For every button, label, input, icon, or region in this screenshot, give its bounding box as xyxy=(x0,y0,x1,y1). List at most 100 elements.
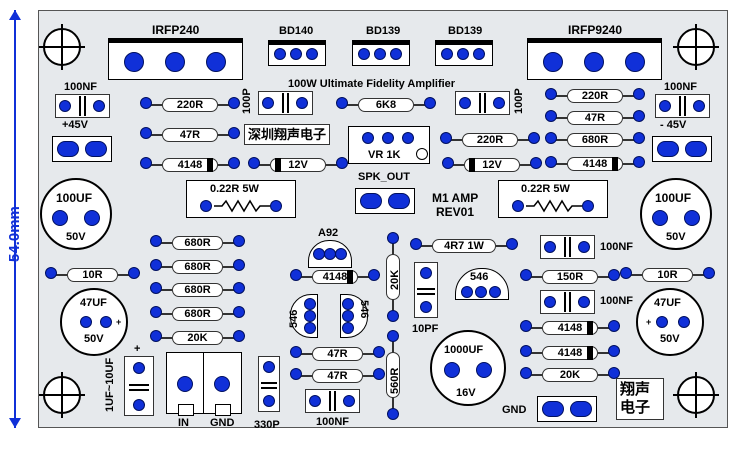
pad xyxy=(306,48,318,60)
label-model-1: M1 AMP xyxy=(432,191,479,205)
capacitor-c11 xyxy=(258,356,280,412)
resistor-r11: 680R xyxy=(150,259,245,274)
logo-text: 翔声电子 xyxy=(616,378,664,420)
diode-d4: 4148 xyxy=(520,320,620,335)
label-c3: 100P xyxy=(241,88,253,114)
pad xyxy=(358,48,370,60)
label-c8-plus: + xyxy=(646,317,652,327)
label-a92: A92 xyxy=(318,227,339,239)
pad xyxy=(206,52,226,72)
label-c4: 100P xyxy=(513,88,525,114)
dimension-arrow-bottom xyxy=(9,418,21,428)
label-vr: VR 1K xyxy=(368,149,401,161)
pad xyxy=(52,210,68,226)
resistor-r16 xyxy=(386,232,400,322)
pad xyxy=(382,132,394,144)
capacitor-c7 xyxy=(60,288,128,356)
resistor-r2: 47R xyxy=(140,127,240,142)
pad xyxy=(625,52,645,72)
label-bd140: BD140 xyxy=(279,25,314,37)
pad xyxy=(360,193,382,209)
input-latch-left xyxy=(178,404,194,416)
mount-hole-br-icon xyxy=(673,372,719,418)
pad xyxy=(124,52,144,72)
pad xyxy=(57,141,79,157)
label-c8-value: 47UF xyxy=(654,297,681,309)
pad xyxy=(543,52,563,72)
pad xyxy=(290,48,302,60)
label-r8: 0.22R 5W xyxy=(210,183,259,195)
label-gnd-in: GND xyxy=(210,417,235,429)
pad xyxy=(570,401,592,417)
label-c5-volt: 50V xyxy=(66,231,86,243)
resistor-r19: 10R xyxy=(620,267,715,282)
label-c7-plus: + xyxy=(116,317,122,327)
pad xyxy=(678,316,690,328)
pad xyxy=(274,48,286,60)
label-supply-neg: - 45V xyxy=(660,119,687,131)
pad xyxy=(177,376,193,392)
capacitor-c12 xyxy=(305,389,360,413)
capacitor-c10 xyxy=(124,356,154,416)
resistor-r23: 20K xyxy=(520,367,620,382)
resistor-zigzag-icon xyxy=(526,199,582,213)
pad xyxy=(657,141,679,157)
label-r22: 560R xyxy=(389,367,401,394)
capacitor-c8 xyxy=(636,288,704,356)
resistor-zigzag-icon xyxy=(214,199,270,213)
pad xyxy=(270,200,282,212)
pad xyxy=(684,210,700,226)
resistor-r12: 680R xyxy=(150,282,245,297)
label-c1: 100NF xyxy=(64,81,98,93)
resistor-r10: 680R xyxy=(150,235,245,250)
pad xyxy=(304,310,316,322)
pad xyxy=(489,286,501,298)
resistor-r15: 10R xyxy=(45,267,140,282)
capacitor-c14 xyxy=(540,235,595,259)
label-r9: 0.22R 5W xyxy=(521,183,570,195)
label-bd139-a: BD139 xyxy=(366,25,401,37)
label-c6-volt: 50V xyxy=(666,231,686,243)
dimension-arrow-top xyxy=(9,10,21,20)
resistor-r3: 6K8 xyxy=(336,97,436,112)
label-c10-plus: + xyxy=(134,343,141,355)
pad xyxy=(402,132,414,144)
capacitor-c2 xyxy=(655,94,710,118)
dimension-label: 54.0mm xyxy=(6,206,23,262)
diode-d1: 4148 xyxy=(140,157,240,172)
label-spk-out: SPK_OUT xyxy=(358,171,410,183)
pad xyxy=(390,48,402,60)
label-c8-volt: 50V xyxy=(660,333,680,345)
pad xyxy=(584,52,604,72)
pad xyxy=(441,48,453,60)
zener-zd2: 12V xyxy=(442,157,542,172)
pad xyxy=(342,298,354,310)
pad xyxy=(342,310,354,322)
capacitor-c4 xyxy=(455,91,510,115)
diode-d3: 4148 xyxy=(290,269,380,284)
pad xyxy=(512,200,524,212)
label-c10: 1UF~10UF xyxy=(104,357,116,412)
pad xyxy=(475,286,487,298)
pad xyxy=(656,316,668,328)
capacitor-c15 xyxy=(540,290,595,314)
label-c9-value: 1000UF xyxy=(444,344,484,356)
resistor-r22 xyxy=(386,330,400,420)
capacitor-c13 xyxy=(414,262,438,318)
chinese-label: 深圳翔声电子 xyxy=(244,124,331,145)
trimmer-adjust-icon[interactable] xyxy=(416,148,428,160)
resistor-r5: 47R xyxy=(545,110,645,125)
label-irfp9240: IRFP9240 xyxy=(568,23,623,37)
pad xyxy=(374,48,386,60)
label-c15: 100NF xyxy=(600,295,634,307)
resistor-r18: 150R xyxy=(520,269,620,284)
label-546-left: 546 xyxy=(288,309,300,328)
label-c7-volt: 50V xyxy=(84,333,104,345)
label-546-right: 546 xyxy=(358,300,370,319)
label-c5-value: 100UF xyxy=(56,191,93,205)
capacitor-c9 xyxy=(430,330,506,406)
pad xyxy=(652,210,668,226)
mount-hole-tr-icon xyxy=(673,24,719,70)
label-c13: 10PF xyxy=(412,323,439,335)
resistor-r13: 680R xyxy=(150,306,245,321)
